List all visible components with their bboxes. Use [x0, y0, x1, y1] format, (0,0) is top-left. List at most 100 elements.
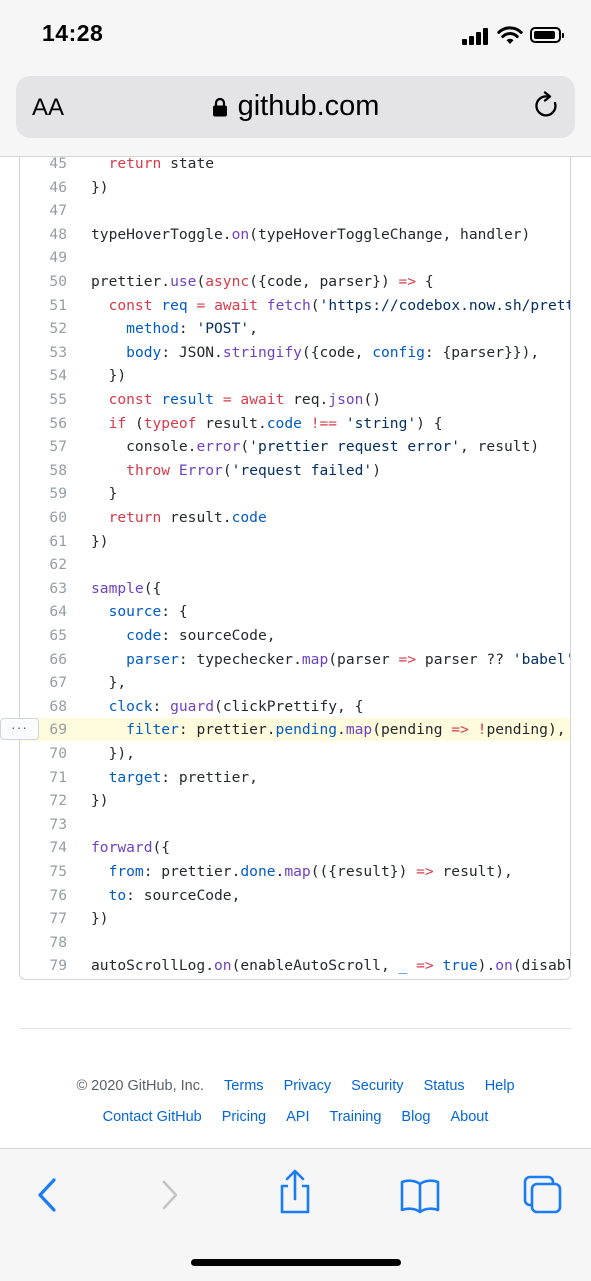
- line-number[interactable]: 45: [49, 157, 67, 172]
- footer-link-blog[interactable]: Blog: [401, 1109, 431, 1125]
- line-number[interactable]: 68: [49, 697, 67, 715]
- code-token: body: [126, 343, 162, 361]
- code-token: }): [91, 792, 109, 810]
- line-number[interactable]: 70: [49, 745, 67, 762]
- code-token: console.: [91, 438, 197, 456]
- code-token: [91, 415, 109, 432]
- back-icon[interactable]: [26, 1175, 70, 1215]
- battery-icon: [530, 27, 564, 43]
- code-token: ({: [152, 839, 171, 857]
- line-number[interactable]: 57: [49, 438, 67, 456]
- code-token: code: [231, 509, 267, 526]
- line-number[interactable]: 61: [49, 532, 67, 550]
- code-token: pending: [275, 721, 338, 739]
- code-token: if: [108, 414, 127, 432]
- code-line: 72}): [20, 789, 570, 812]
- line-number[interactable]: 63: [49, 579, 67, 597]
- line-number[interactable]: 55: [49, 391, 67, 408]
- line-number[interactable]: 50: [49, 273, 67, 290]
- footer-link-status[interactable]: Status: [423, 1078, 465, 1094]
- line-number[interactable]: 69: [49, 721, 67, 739]
- footer-link-help[interactable]: Help: [484, 1078, 515, 1094]
- line-number[interactable]: 52: [49, 320, 67, 338]
- code-text: source: {: [91, 600, 188, 623]
- line-number[interactable]: 64: [49, 603, 67, 621]
- line-number[interactable]: 72: [49, 792, 67, 810]
- line-number[interactable]: 65: [49, 627, 67, 644]
- code-token: !==: [310, 414, 338, 432]
- code-text: }): [91, 907, 109, 930]
- code-token: [91, 887, 109, 904]
- line-number[interactable]: 74: [49, 839, 67, 857]
- reload-icon[interactable]: [533, 91, 561, 121]
- code-token: return: [108, 157, 162, 172]
- share-icon[interactable]: [273, 1169, 317, 1215]
- tabs-icon[interactable]: [521, 1175, 565, 1215]
- code-text: }): [91, 364, 127, 387]
- forward-icon: [162, 1180, 178, 1210]
- line-number[interactable]: 51: [49, 296, 67, 314]
- code-token: forward: [91, 839, 153, 857]
- line-number[interactable]: 75: [49, 863, 67, 880]
- footer-link-training[interactable]: Training: [329, 1109, 382, 1125]
- code-token: 'POST': [196, 320, 250, 338]
- code-token: typeof: [143, 414, 197, 432]
- code-token: req: [161, 296, 188, 314]
- line-number[interactable]: 79: [49, 957, 67, 975]
- code-text: method: 'POST',: [91, 317, 258, 340]
- line-number[interactable]: 58: [49, 461, 67, 479]
- code-text: to: sourceCode,: [91, 884, 241, 907]
- line-number[interactable]: 46: [49, 178, 67, 196]
- code-token: : sourceCode,: [161, 627, 276, 644]
- line-number[interactable]: 60: [49, 509, 67, 526]
- line-number[interactable]: 78: [49, 933, 67, 951]
- footer-link-security[interactable]: Security: [351, 1078, 404, 1094]
- code-line: 56 if (typeof result.code !== 'string') …: [20, 412, 570, 435]
- line-number[interactable]: 67: [49, 674, 67, 692]
- line-number[interactable]: 48: [49, 225, 67, 243]
- address-bar[interactable]: AA github.com: [16, 76, 575, 138]
- line-number[interactable]: 76: [49, 886, 67, 904]
- line-actions-button[interactable]: ···: [0, 718, 39, 740]
- footer-link-pricing[interactable]: Pricing: [221, 1109, 267, 1125]
- line-number[interactable]: 71: [49, 768, 67, 786]
- code-token: 'https://codebox.now.sh/prettier: [319, 296, 570, 314]
- code-token: (({result}): [310, 863, 417, 880]
- footer-link-api[interactable]: API: [286, 1109, 310, 1125]
- code-token: [153, 297, 162, 314]
- code-token: from: [108, 863, 144, 880]
- code-token: ({: [143, 579, 162, 597]
- code-token: prettier.: [91, 273, 171, 290]
- footer-link-about[interactable]: About: [450, 1109, 489, 1125]
- line-number[interactable]: 59: [49, 485, 67, 503]
- code-text: }),: [91, 742, 135, 765]
- line-number[interactable]: 73: [49, 815, 67, 833]
- footer-row-2: Contact GitHub Pricing API Training Blog…: [0, 1109, 591, 1125]
- footer-link-terms[interactable]: Terms: [224, 1078, 264, 1094]
- code-token: code: [126, 627, 162, 644]
- line-number[interactable]: 53: [49, 343, 67, 361]
- code-text: from: prettier.done.map(({result}) => re…: [91, 860, 513, 883]
- code-token: result.: [161, 509, 232, 526]
- text-size-label: AA: [32, 94, 65, 121]
- bookmarks-icon[interactable]: [398, 1175, 442, 1215]
- text-size-button[interactable]: AA: [32, 94, 64, 122]
- line-number[interactable]: 56: [49, 414, 67, 432]
- line-number[interactable]: 77: [49, 910, 67, 928]
- line-number[interactable]: 47: [49, 202, 67, 220]
- url-display[interactable]: github.com: [16, 90, 575, 123]
- code-token: on: [231, 225, 250, 243]
- line-number[interactable]: 49: [49, 249, 67, 267]
- line-number[interactable]: 66: [49, 650, 67, 668]
- code-token: 'request failed': [231, 461, 373, 479]
- line-number[interactable]: 54: [49, 367, 67, 385]
- code-token: fetch: [266, 296, 311, 314]
- code-token: ,: [249, 320, 258, 338]
- code-token: [91, 627, 126, 644]
- code-token: result: [161, 391, 215, 408]
- line-number[interactable]: 62: [49, 556, 67, 574]
- footer-link-contact[interactable]: Contact GitHub: [102, 1109, 202, 1125]
- footer-copyright: © 2020 GitHub, Inc.: [76, 1078, 205, 1094]
- code-token: [91, 391, 109, 408]
- footer-link-privacy[interactable]: Privacy: [283, 1078, 332, 1094]
